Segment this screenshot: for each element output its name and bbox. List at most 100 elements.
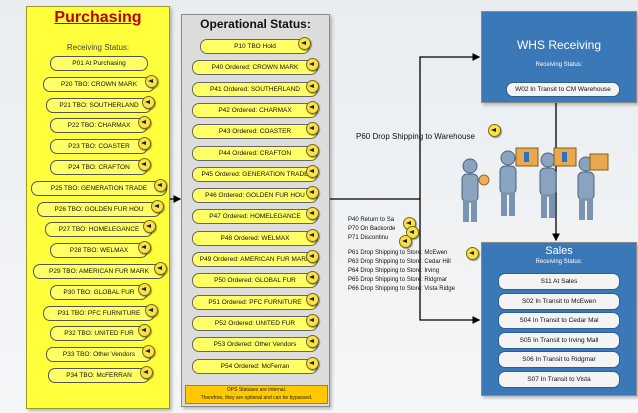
operational-status-pill[interactable]: P10 TBO Hold [200, 39, 310, 54]
operational-status-pill[interactable]: P52 Ordered: UNITED FUR [192, 315, 318, 331]
operational-title: Operational Status: [200, 17, 311, 31]
whs-title: WHS Receiving [516, 38, 602, 52]
back-arrow-icon[interactable] [138, 282, 151, 296]
annotation-line: P40 Return to Sa [348, 217, 395, 223]
ops-note-line1: OPS Statuses are internal. [226, 387, 287, 393]
operational-status-pill[interactable]: P40 Ordered: CROWN MARK [192, 60, 318, 76]
back-arrow-icon[interactable] [138, 324, 151, 338]
purchasing-status-pill[interactable]: P22 TBO: CHARMAX [50, 118, 148, 134]
operational-status-pill[interactable]: P48 Ordered: WELMAX [192, 230, 318, 246]
back-arrow-icon[interactable] [154, 178, 167, 192]
back-arrow-icon[interactable] [306, 100, 319, 114]
sales-title: Sales [545, 245, 573, 257]
back-arrow-icon[interactable] [145, 74, 158, 88]
back-arrow-icon[interactable] [306, 292, 319, 306]
purchasing-status-pill[interactable]: P26 TBO: GOLDEN FUR HOU [37, 201, 161, 217]
back-arrow-icon[interactable] [306, 79, 319, 93]
operational-status-pill[interactable]: P47 Ordered: HOMELEGANCE [192, 209, 318, 225]
purchasing-status-pill[interactable]: P32 TBO: UNITED FUR [50, 326, 148, 342]
worker-figure [539, 147, 577, 218]
back-arrow-icon[interactable] [151, 199, 164, 213]
back-arrow-icon[interactable] [306, 313, 319, 327]
purchasing-status-pill[interactable]: P34 TBO: McFERRAN [48, 368, 150, 383]
purchasing-title: Purchasing [54, 9, 142, 26]
annotation-line: P66 Drop Shipping to Store: Vista Ridge [348, 286, 455, 292]
back-arrow-icon[interactable] [306, 356, 319, 370]
whs-receiving-panel: WHS Receiving Receiving Status: W02 In T… [481, 11, 637, 103]
back-arrow-icon[interactable] [306, 122, 319, 136]
back-arrow-icon[interactable] [306, 207, 319, 221]
operational-status-pill[interactable]: P41 Ordered: SOUTHERLAND [192, 81, 318, 97]
arrow-ops-to-whs [328, 53, 481, 200]
back-arrow-icon[interactable] [306, 335, 319, 349]
back-arrow-icon[interactable] [138, 241, 151, 255]
purchasing-status-pill[interactable]: P28 TBO: WELMAX [50, 243, 148, 259]
back-arrow-icon[interactable] [140, 366, 153, 379]
back-arrow-icon[interactable] [306, 58, 319, 72]
annotation-line: P64 Drop Shipping to Store: Irving [348, 268, 440, 274]
back-arrow-icon[interactable] [142, 345, 155, 359]
whs-status-pill[interactable]: W02 In Transit to CM Warehouse [506, 82, 620, 97]
back-arrow-icon[interactable] [488, 124, 501, 137]
annotation-line: P63 Drop Shipping to Store: Cedar Hill [348, 259, 451, 265]
operational-status-pill[interactable]: P51 Ordered: PFC FURNITURE [192, 294, 318, 310]
back-arrow-icon[interactable] [138, 137, 151, 151]
annotation-line: P65 Drop Shipping to Store: Ridgmar [348, 277, 448, 283]
back-arrow-icon[interactable] [298, 37, 311, 50]
sales-status-pill[interactable]: S02 In Transit to McEwen [498, 292, 620, 310]
operational-status-pill[interactable]: P53 Ordered: Other Vendors [192, 337, 318, 353]
sales-status-pill[interactable]: S07 In Transit to Vista [498, 370, 620, 388]
purchasing-status-pill[interactable]: P21 TBO: SOUTHERLAND [46, 97, 152, 113]
purchasing-status-pill[interactable]: P30 TBO: GLOBAL FUR [50, 284, 148, 300]
back-arrow-icon[interactable] [466, 247, 479, 260]
annotation-line: P71 Discontinu [348, 235, 389, 241]
sales-status-pill[interactable]: S06 In Transit to Ridgmar [498, 351, 620, 368]
back-arrow-icon[interactable] [143, 220, 156, 234]
operational-status-pill[interactable]: P42 Ordered: CHARMAX [192, 102, 318, 118]
sales-status-pill[interactable]: S11 At Sales [498, 273, 620, 290]
operational-status-pill[interactable]: P43 Ordered: COASTER [192, 124, 318, 140]
back-arrow-icon[interactable] [306, 271, 319, 285]
operational-status-pill[interactable]: P54 Ordered: McFerran [192, 358, 318, 374]
worker-figure [461, 158, 490, 222]
purchasing-panel: Purchasing Receiving Status: P01 At Purc… [26, 6, 170, 409]
back-arrow-icon[interactable] [306, 250, 319, 263]
worker-figure [577, 153, 609, 220]
purchasing-status-pill[interactable]: P33 TBO: Other Vendors [46, 347, 152, 363]
purchasing-status-pill[interactable]: P29 TBO: AMERICAN FUR MARK [33, 264, 165, 279]
operational-status-pill[interactable]: P45 Ordered: GENERATION TRADE [192, 166, 318, 182]
purchasing-status-pill[interactable]: P01 At Purchasing [50, 56, 148, 71]
back-arrow-icon[interactable] [145, 303, 158, 317]
annotation-line: P61 Drop Shipping to Store: McEwen [348, 250, 448, 256]
purchasing-status-pill[interactable]: P31 TBO: PFC FURNITURE [43, 305, 155, 321]
back-arrow-icon[interactable] [399, 235, 412, 248]
sales-status-pill[interactable]: S05 In Transit to Irving Mall [498, 331, 620, 349]
back-arrow-icon[interactable] [306, 228, 319, 242]
back-arrow-icon[interactable] [138, 158, 151, 171]
operational-status-pill[interactable]: P46 Ordered: GOLDEN FUR HOU [192, 188, 318, 204]
sales-subtitle: Receiving Status: [535, 259, 583, 265]
arrow-ops-to-sales [419, 199, 481, 324]
operational-status-pill[interactable]: P44 Ordered: CRAFTON [192, 145, 318, 161]
purchasing-status-pill[interactable]: P20 TBO: CROWN MARK [43, 76, 155, 92]
operational-status-pill[interactable]: P50 Ordered: GLOBAL FUR [192, 273, 318, 289]
annotation-line: P70 On Backorde [348, 226, 396, 232]
back-arrow-icon[interactable] [306, 164, 319, 178]
p60-drop-shipping-label: P60 Drop Shipping to Warehouse [356, 132, 475, 141]
warehouse-workers-illustration [461, 147, 609, 222]
back-arrow-icon[interactable] [154, 262, 167, 275]
back-arrow-icon[interactable] [138, 116, 151, 130]
purchasing-status-pill[interactable]: P25 TBO: GENERATION TRADE [31, 180, 167, 196]
back-arrow-icon[interactable] [306, 143, 319, 157]
sales-status-pill[interactable]: S04 In Transit to Cedar Mal [498, 312, 620, 329]
purchasing-status-pill[interactable]: P24 TBO: CRAFTON [50, 160, 148, 175]
operational-status-pill[interactable]: P49 Ordered: AMERICAN FUR MARK [192, 252, 318, 267]
back-arrow-icon[interactable] [306, 186, 319, 200]
purchasing-status-pill[interactable]: P27 TBO: HOMELEGANCE [45, 222, 153, 238]
purchasing-status-pill[interactable]: P23 TBO: COASTER [50, 139, 148, 155]
whs-subtitle: Receiving Status: [535, 62, 583, 68]
back-arrow-icon[interactable] [142, 95, 155, 109]
